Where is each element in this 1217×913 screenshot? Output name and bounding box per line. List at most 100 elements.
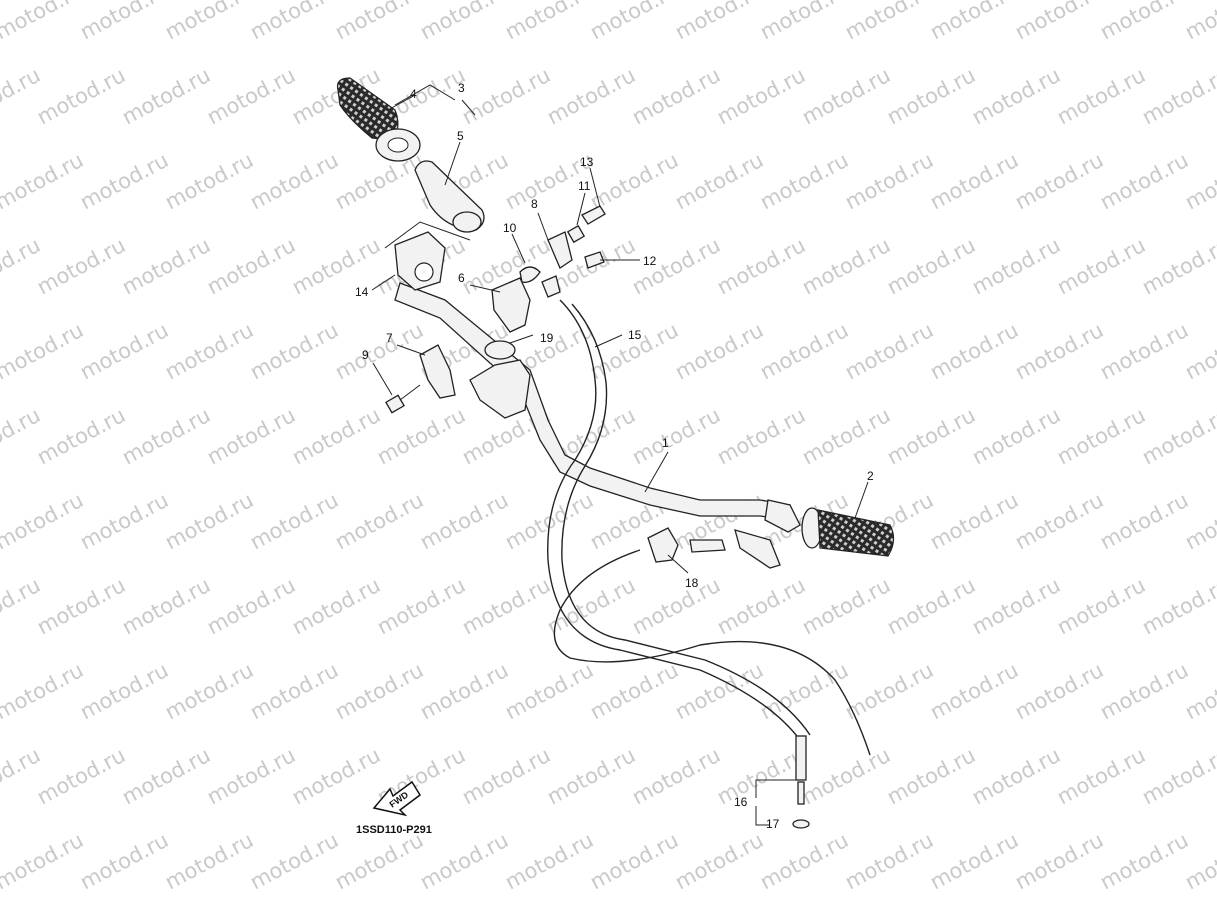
clutch-cable[interactable] [553, 549, 871, 756]
watermark-text: motod.ru [118, 743, 214, 809]
right-grip[interactable] [801, 507, 895, 557]
watermark-text: motod.ru [671, 0, 767, 44]
watermark-text: motod.ru [0, 573, 44, 639]
callouts: 1 2 3 4 5 6 7 8 9 10 11 12 13 14 15 16 1… [355, 81, 874, 831]
watermark-text: motod.ru [713, 233, 809, 299]
watermark-text: motod.ru [0, 403, 44, 469]
watermark-text: motod.ru [33, 63, 129, 129]
watermark-text: motod.ru [1053, 233, 1149, 299]
watermark-text: motod.ru [841, 318, 937, 384]
watermark-text: motod.ru [1011, 148, 1107, 214]
throttle-tube[interactable] [414, 160, 485, 233]
watermark-text: motod.ru [416, 0, 512, 44]
watermark-text: motod.ru [1181, 318, 1217, 384]
watermark-text: motod.ru [586, 658, 682, 724]
watermark-text: motod.ru [33, 743, 129, 809]
watermark-text: motod.ru [0, 148, 87, 214]
watermark-text: motod.ru [76, 0, 172, 44]
watermark-text: motod.ru [1011, 318, 1107, 384]
watermark-text: motod.ru [161, 488, 257, 554]
watermark-text: motod.ru [288, 743, 384, 809]
diagram-code: 1SSD110-P291 [356, 824, 432, 836]
watermark-text: motod.ru [118, 403, 214, 469]
throttle-cable-fittings[interactable] [519, 205, 606, 298]
callout-14: 14 [355, 285, 369, 299]
watermark-text: motod.ru [628, 743, 724, 809]
watermark-text: motod.ru [161, 318, 257, 384]
watermark-text: motod.ru [628, 403, 724, 469]
cable-holder[interactable] [491, 277, 531, 333]
watermark-text: motod.ru [1011, 828, 1107, 894]
watermark-text: motod.ru [798, 573, 894, 639]
watermark-text: motod.ru [161, 658, 257, 724]
watermark-text: motod.ru [203, 63, 299, 129]
watermark-text: motod.ru [0, 488, 87, 554]
watermark-text: motod.ru [968, 573, 1064, 639]
watermark-text: motod.ru [33, 233, 129, 299]
watermark-text: motod.ru [288, 403, 384, 469]
watermark-text: motod.ru [841, 828, 937, 894]
throttle-cable[interactable] [547, 299, 811, 741]
watermark-text: motod.ru [1096, 658, 1192, 724]
watermark-text: motod.ru [543, 743, 639, 809]
right-lever-assembly[interactable] [734, 499, 801, 569]
watermark-text: motod.ru [1011, 658, 1107, 724]
watermark-text: motod.ru [331, 488, 427, 554]
watermark-text: motod.ru [586, 0, 682, 44]
callout-16: 16 [734, 795, 748, 809]
watermark-text: motod.ru [373, 403, 469, 469]
watermark-text: motod.ru [1096, 488, 1192, 554]
watermark-text: motod.ru [798, 403, 894, 469]
watermark-text: motod.ru [76, 658, 172, 724]
watermark-text: motod.ru [501, 828, 597, 894]
watermark-text: motod.ru [1138, 233, 1217, 299]
watermark-text: motod.ru [118, 63, 214, 129]
watermark-text: motod.ru [1138, 403, 1217, 469]
handlebar[interactable] [394, 282, 791, 521]
bolt[interactable] [385, 384, 421, 414]
watermark-text: motod.ru [0, 658, 87, 724]
watermark-text: motod.ru [246, 828, 342, 894]
watermark-text: motod.ru [1096, 828, 1192, 894]
watermark-text: motod.ru [543, 63, 639, 129]
watermark-text: motod.ru [288, 573, 384, 639]
watermark-text: motod.ru [76, 828, 172, 894]
callout-3: 3 [458, 81, 465, 95]
callout-7: 7 [386, 331, 393, 345]
watermark-text: motod.ru [798, 743, 894, 809]
watermark-text: motod.ru [501, 658, 597, 724]
watermark-text: motod.ru [968, 233, 1064, 299]
watermark-text: motod.ru [543, 573, 639, 639]
watermark-text: motod.ru [501, 0, 597, 44]
watermark-text: motod.ru [331, 0, 427, 44]
callout-9: 9 [362, 348, 369, 362]
watermark-text: motod.ru [926, 488, 1022, 554]
watermark-text: motod.ru [1138, 743, 1217, 809]
cable-adjuster[interactable] [792, 735, 810, 829]
watermark-text: motod.ru [118, 233, 214, 299]
watermark-text: motod.ru [331, 828, 427, 894]
brake-lever-bracket[interactable] [469, 340, 531, 419]
watermark-text: motod.ru [756, 318, 852, 384]
watermark-text: motod.ru [76, 488, 172, 554]
watermark-text: motod.ru [331, 148, 427, 214]
throttle-housing[interactable] [394, 231, 446, 291]
left-grip[interactable] [336, 77, 421, 162]
watermark-text: motod.ru [0, 63, 44, 129]
clutch-perch[interactable] [647, 527, 726, 563]
watermark-text: motod.ru [458, 63, 554, 129]
callout-18: 18 [685, 576, 699, 590]
watermark-text: motod.ru [0, 743, 44, 809]
watermark-text: motod.ru [0, 828, 87, 894]
watermark-text: motod.ru [756, 658, 852, 724]
watermark-text: motod.ru [1138, 63, 1217, 129]
watermark-text: motod.ru [841, 0, 937, 44]
watermark-text: motod.ru [33, 573, 129, 639]
watermark-text: motod.ru [203, 233, 299, 299]
clamp-holder[interactable] [419, 344, 456, 399]
watermark-text: motod.ru [1011, 488, 1107, 554]
watermark-text: motod.ru [458, 743, 554, 809]
callout-1: 1 [662, 436, 669, 450]
watermark-text: motod.ru [1096, 148, 1192, 214]
callout-4: 4 [410, 87, 417, 101]
